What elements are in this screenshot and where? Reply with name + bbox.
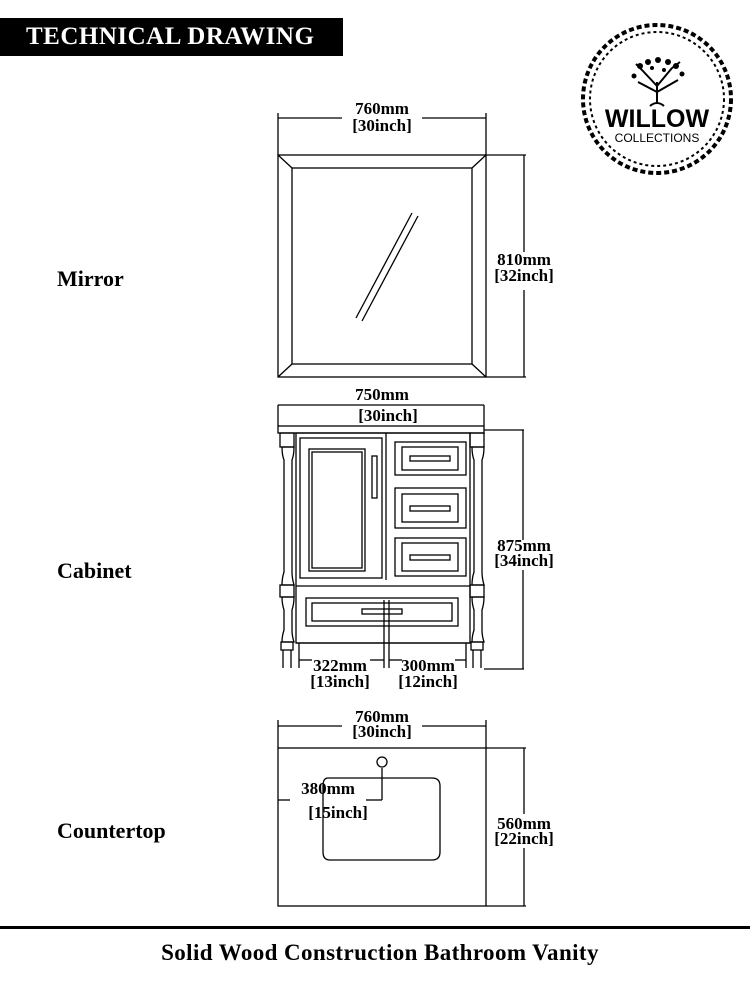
mirror-label: Mirror	[57, 266, 124, 291]
countertop-drawing	[277, 747, 487, 907]
footer-caption: Solid Wood Construction Bathroom Vanity	[161, 940, 599, 965]
cabinet-left-in: [13inch]	[310, 672, 370, 691]
cabinet-height-in: [34inch]	[494, 551, 554, 570]
page-title: TECHNICAL DRAWING	[0, 18, 343, 56]
cabinet-label: Cabinet	[57, 558, 132, 583]
countertop-width-mm: 760mm	[355, 707, 409, 726]
countertop-label: Countertop	[57, 818, 166, 843]
mirror-height-in: [32inch]	[494, 266, 554, 285]
cabinet-drawing	[277, 425, 485, 668]
logo-name: WILLOW	[605, 105, 710, 133]
cabinet-width-mm: 750mm	[355, 385, 409, 404]
countertop-depth-in: [22inch]	[494, 829, 554, 848]
sink-width-in: [15inch]	[308, 803, 368, 822]
cabinet-height-mm: 875mm	[497, 536, 551, 555]
willow-logo: WILLOW COLLECTIONS	[581, 23, 733, 175]
tree-icon	[635, 61, 681, 107]
cabinet-right-in: [12inch]	[398, 672, 458, 691]
cabinet-width-in: [30inch]	[358, 406, 418, 425]
mirror-height-mm: 810mm	[497, 250, 551, 269]
logo-subtitle: COLLECTIONS	[615, 131, 700, 145]
mirror-drawing	[277, 154, 487, 378]
cabinet-right-mm: 300mm	[401, 656, 455, 675]
mirror-width-in: [30inch]	[352, 116, 412, 135]
countertop-depth-mm: 560mm	[497, 814, 551, 833]
cabinet-left-mm: 322mm	[313, 656, 367, 675]
footer-divider	[0, 926, 750, 929]
sink-width-mm: 380mm	[301, 779, 355, 798]
countertop-width-in: [30inch]	[352, 722, 412, 741]
mirror-width-mm: 760mm	[355, 99, 409, 118]
